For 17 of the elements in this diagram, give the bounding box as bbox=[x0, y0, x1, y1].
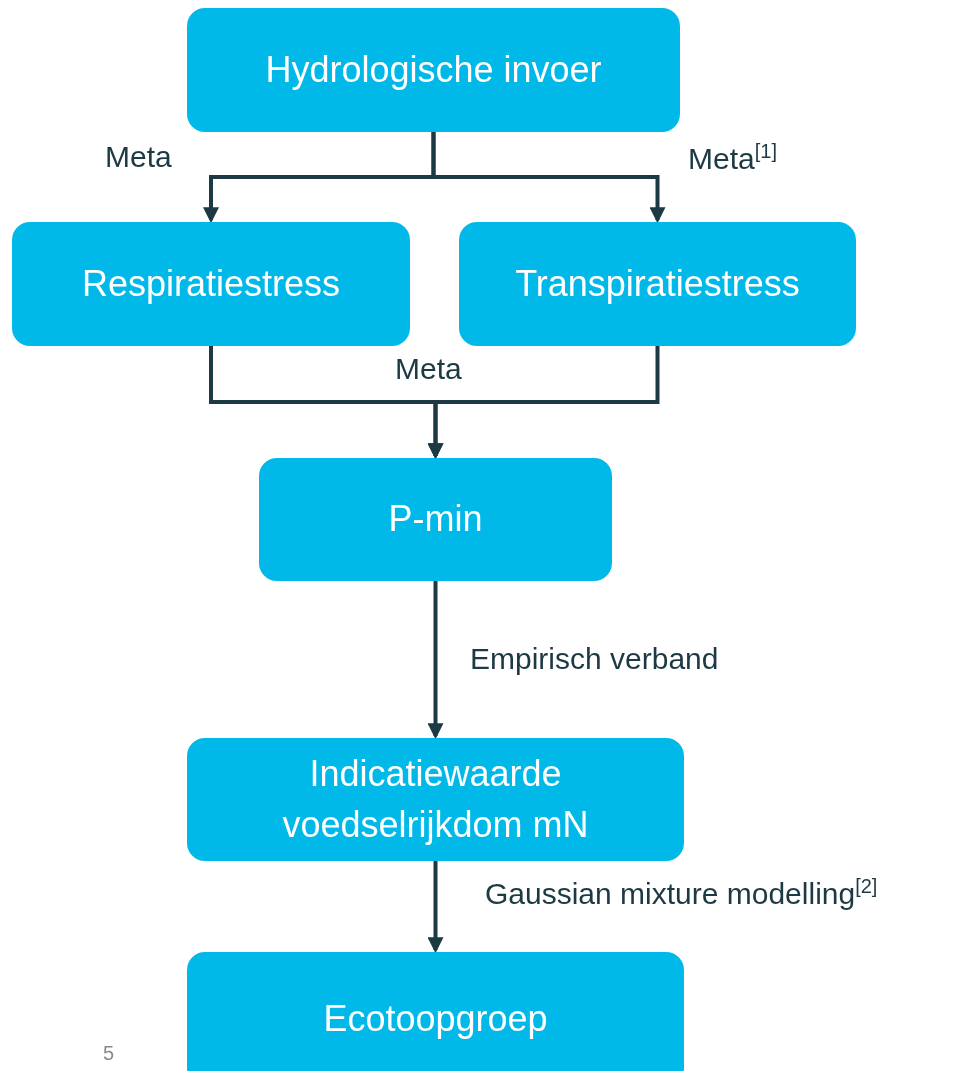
box-label: Indicatiewaarde voedselrijkdom mN bbox=[282, 753, 589, 845]
process-box bbox=[459, 222, 856, 346]
process-box bbox=[187, 952, 684, 1071]
edge-label: Gaussian mixture modelling$^{[2]}$ bbox=[485, 875, 878, 911]
arrow bbox=[427, 861, 444, 954]
arrow bbox=[427, 581, 444, 740]
box-label: Hydrologische invoer bbox=[265, 48, 602, 90]
process-box bbox=[12, 222, 410, 346]
process-box bbox=[187, 8, 680, 132]
box-label: Respiratiestress bbox=[81, 262, 341, 304]
box-label: Ecotoopgroep bbox=[323, 998, 548, 1040]
arrow bbox=[431, 132, 666, 224]
box-label: Transpiratiestress bbox=[515, 262, 800, 304]
process-box bbox=[187, 738, 684, 861]
process-box bbox=[259, 458, 612, 581]
box-label: P-min bbox=[388, 498, 483, 540]
arrow bbox=[427, 346, 660, 460]
